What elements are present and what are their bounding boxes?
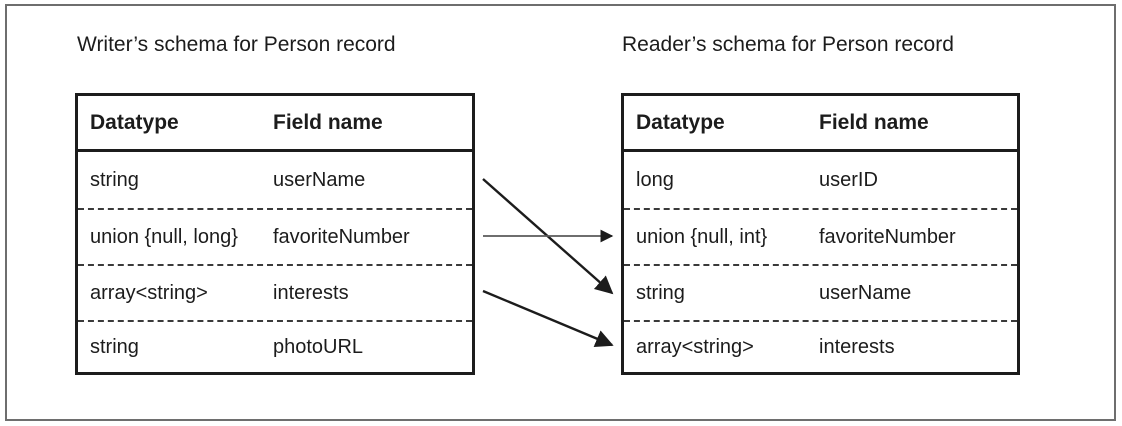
datatype-cell: array<string> bbox=[636, 335, 754, 358]
datatype-cell: long bbox=[636, 168, 674, 191]
fieldname-cell: userName bbox=[273, 168, 366, 191]
writer-schema-table: Datatype Field name string userName unio… bbox=[75, 93, 475, 375]
reader-row-username: string userName bbox=[624, 264, 1017, 320]
writer-header-datatype: Datatype bbox=[90, 110, 179, 134]
fieldname-cell: favoriteNumber bbox=[819, 225, 956, 248]
writer-schema-title: Writer’s schema for Person record bbox=[77, 33, 396, 56]
writer-header-fieldname: Field name bbox=[273, 110, 383, 134]
writer-table-header: Datatype Field name bbox=[78, 96, 472, 152]
fieldname-cell: interests bbox=[273, 281, 349, 304]
datatype-cell: string bbox=[90, 335, 139, 358]
arrow-username-mapping bbox=[482, 178, 614, 295]
fieldname-cell: userName bbox=[819, 281, 912, 304]
fieldname-cell: favoriteNumber bbox=[273, 225, 410, 248]
reader-header-datatype: Datatype bbox=[636, 110, 725, 134]
fieldname-cell: userID bbox=[819, 168, 878, 191]
fieldname-cell: interests bbox=[819, 335, 895, 358]
datatype-cell: union {null, long} bbox=[90, 225, 238, 248]
writer-row-interests: array<string> interests bbox=[78, 264, 472, 320]
datatype-cell: array<string> bbox=[90, 281, 208, 304]
datatype-cell: string bbox=[636, 281, 685, 304]
arrow-interests-mapping bbox=[482, 289, 614, 348]
reader-row-favoritenumber: union {null, int} favoriteNumber bbox=[624, 208, 1017, 264]
reader-row-interests: array<string> interests bbox=[624, 320, 1017, 372]
writer-row-username: string userName bbox=[78, 152, 472, 208]
writer-row-photourl: string photoURL bbox=[78, 320, 472, 372]
reader-table-header: Datatype Field name bbox=[624, 96, 1017, 152]
datatype-cell: union {null, int} bbox=[636, 225, 768, 248]
datatype-cell: string bbox=[90, 168, 139, 191]
fieldname-cell: photoURL bbox=[273, 335, 364, 358]
reader-header-fieldname: Field name bbox=[819, 110, 929, 134]
reader-schema-table: Datatype Field name long userID union {n… bbox=[621, 93, 1020, 375]
reader-schema-title: Reader’s schema for Person record bbox=[622, 33, 954, 56]
writer-row-favoritenumber: union {null, long} favoriteNumber bbox=[78, 208, 472, 264]
reader-row-userid: long userID bbox=[624, 152, 1017, 208]
